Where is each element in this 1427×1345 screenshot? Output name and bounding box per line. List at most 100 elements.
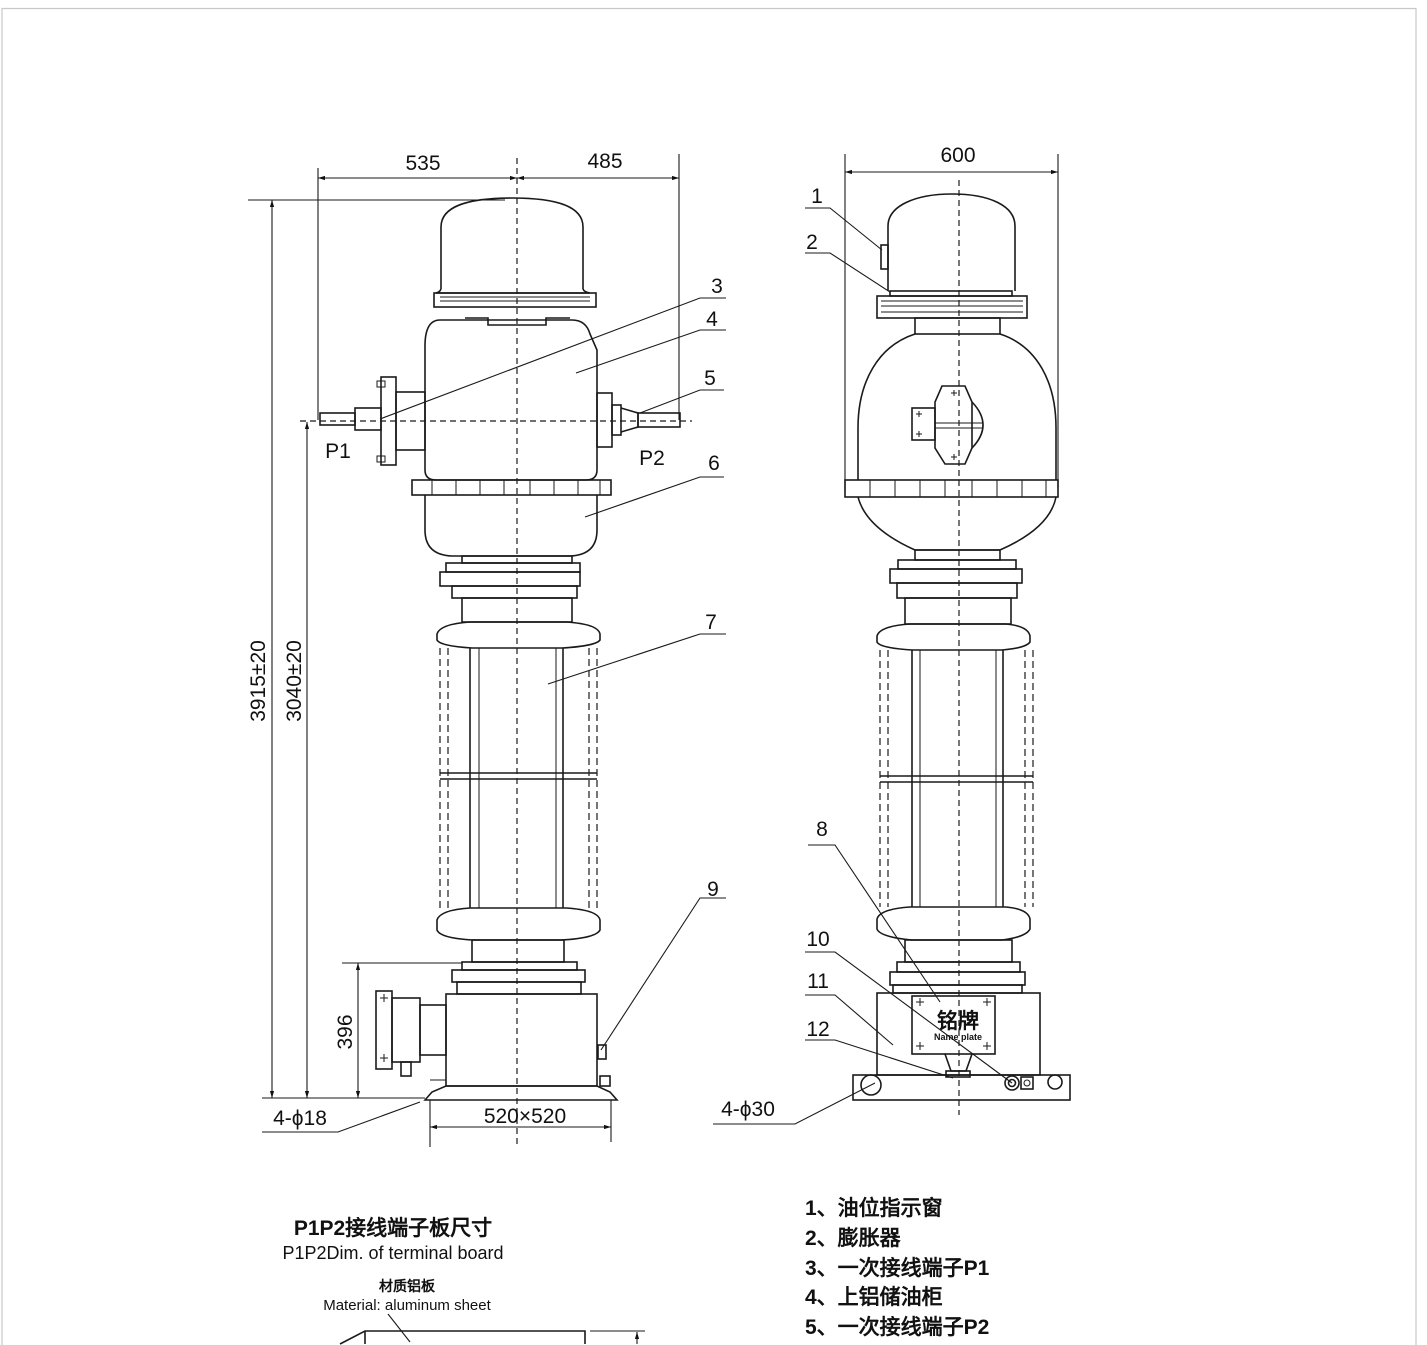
front-expander xyxy=(433,197,597,308)
callout-8: 8 xyxy=(808,818,941,1003)
callout-number: 2 xyxy=(806,231,818,254)
p1-bolt xyxy=(376,455,386,463)
terminal-plate xyxy=(911,407,936,441)
insulator-top-shed xyxy=(436,621,601,649)
p1-rod xyxy=(319,412,356,426)
callout-leader xyxy=(805,951,1013,1084)
callout-number: 1 xyxy=(811,185,823,208)
legend-item-1: 1、油位指示窗 xyxy=(805,1196,943,1220)
callout-4: 4 xyxy=(575,308,726,374)
grounding-terminal xyxy=(597,1044,607,1060)
nameplate-rivet xyxy=(916,1042,924,1050)
leader-mount-holes-side xyxy=(713,1082,876,1125)
junction-box-body xyxy=(391,997,421,1063)
junction-box-bolt xyxy=(380,1054,388,1062)
callout-number: 11 xyxy=(807,970,829,993)
callout-number: 10 xyxy=(806,928,829,951)
p2-plate xyxy=(596,392,613,448)
side-middle-flange xyxy=(844,479,1059,498)
flange-plate xyxy=(439,571,581,587)
flange-plate xyxy=(445,562,581,573)
grounding-bolt-inner xyxy=(1007,1078,1017,1088)
terminal-bolt-mark xyxy=(916,431,922,437)
side-lower-bowl xyxy=(857,496,1057,551)
callout-number: 5 xyxy=(704,367,716,390)
front-insulator xyxy=(436,597,601,963)
oil-level-window xyxy=(880,244,889,270)
base-box xyxy=(445,993,598,1087)
dim-label-mount-holes-side: 4-ϕ30 xyxy=(721,1098,775,1121)
front-dimensions: 535 485 3915±20 3040±20 396 520×520 4-ϕ1… xyxy=(247,150,680,1147)
callout-leader xyxy=(600,897,726,1051)
side-insulator xyxy=(876,597,1034,963)
material-label-en: Material: aluminum sheet xyxy=(323,1297,491,1314)
flange-plate xyxy=(456,981,582,995)
side-expander xyxy=(876,193,1028,319)
callout-number: 6 xyxy=(708,452,720,475)
callout-6: 6 xyxy=(584,452,724,518)
callout-leader xyxy=(805,207,883,251)
insulator-bottom-shed xyxy=(876,906,1031,941)
front-lower-tank xyxy=(424,495,598,557)
base-bottom-plate xyxy=(852,1074,1071,1101)
legend-item-5: 5、一次接线端子P2 xyxy=(805,1315,989,1339)
dim-label-485: 485 xyxy=(587,150,622,173)
side-dimensions: 600 4-ϕ30 xyxy=(713,144,1059,1125)
junction-box-connector xyxy=(419,1004,447,1056)
nameplate-label-zh: 铭牌 xyxy=(937,1009,979,1033)
junction-box-bolt xyxy=(380,994,388,1002)
terminal-board-title-zh: P1P2接线端子板尺寸 xyxy=(294,1216,492,1240)
terminal-label-p1: P1 xyxy=(325,440,351,463)
callout-7: 7 xyxy=(547,611,726,685)
side-upper-insulator-flange xyxy=(889,559,1023,599)
base-bottom-plate xyxy=(423,1085,619,1101)
side-lower-insulator-flange xyxy=(889,961,1026,994)
callout-11: 11 xyxy=(805,970,894,1046)
nameplate-rivet xyxy=(983,998,991,1006)
flange-plate xyxy=(897,559,1017,570)
expander-flange xyxy=(433,292,597,308)
terminal-body xyxy=(934,385,973,465)
sheet-frame xyxy=(1,7,1417,1345)
front-view: 535 485 3915±20 3040±20 396 520×520 4-ϕ1… xyxy=(247,150,726,1148)
front-upper-tank xyxy=(424,317,598,481)
dim-label-600: 600 xyxy=(940,144,975,167)
callout-9: 9 xyxy=(600,878,726,1051)
callout-5: 5 xyxy=(639,367,724,414)
callout-number: 4 xyxy=(706,308,718,331)
nameplate-frame xyxy=(911,995,996,1055)
side-view: 铭牌 Name plate 600 4-ϕ30 1 xyxy=(713,144,1071,1125)
grounding-bolt xyxy=(1004,1075,1020,1091)
flange-plate xyxy=(889,971,1026,986)
callout-1: 1 xyxy=(805,185,883,251)
mounting-hole xyxy=(1047,1074,1063,1090)
terminal-label-p2: P2 xyxy=(639,447,665,470)
flange-plate xyxy=(451,585,578,599)
p1-terminal-side xyxy=(911,385,984,465)
tank-top-tab xyxy=(465,317,570,326)
terminal-bolt-mark xyxy=(951,454,957,460)
grounding-plate xyxy=(1020,1076,1034,1090)
p1-collar xyxy=(354,407,382,431)
nameplate: 铭牌 Name plate xyxy=(911,995,996,1055)
terminal-cap xyxy=(971,401,984,449)
board-outline xyxy=(339,1330,586,1345)
callout-3: 3 xyxy=(379,275,726,420)
dim-label-base-height: 396 xyxy=(334,1014,357,1049)
side-base: 铭牌 Name plate xyxy=(852,992,1071,1101)
side-upper-tank xyxy=(857,333,1057,480)
p2-taper xyxy=(620,407,639,433)
terminal-bolt-mark xyxy=(916,411,922,417)
side-tank-neck xyxy=(914,317,1001,335)
flange-plate xyxy=(896,582,1018,599)
callout-leader xyxy=(808,844,941,1003)
mounting-hole xyxy=(860,1074,882,1096)
callout-leader xyxy=(805,252,891,293)
dim-label-base-footprint: 520×520 xyxy=(484,1105,566,1128)
legend-item-3: 3、一次接线端子P1 xyxy=(805,1256,990,1280)
front-lower-insulator-flange xyxy=(451,961,586,995)
dim-label-terminal-height: 3040±20 xyxy=(283,640,306,722)
front-base xyxy=(423,993,619,1101)
callout-number: 8 xyxy=(816,818,828,841)
